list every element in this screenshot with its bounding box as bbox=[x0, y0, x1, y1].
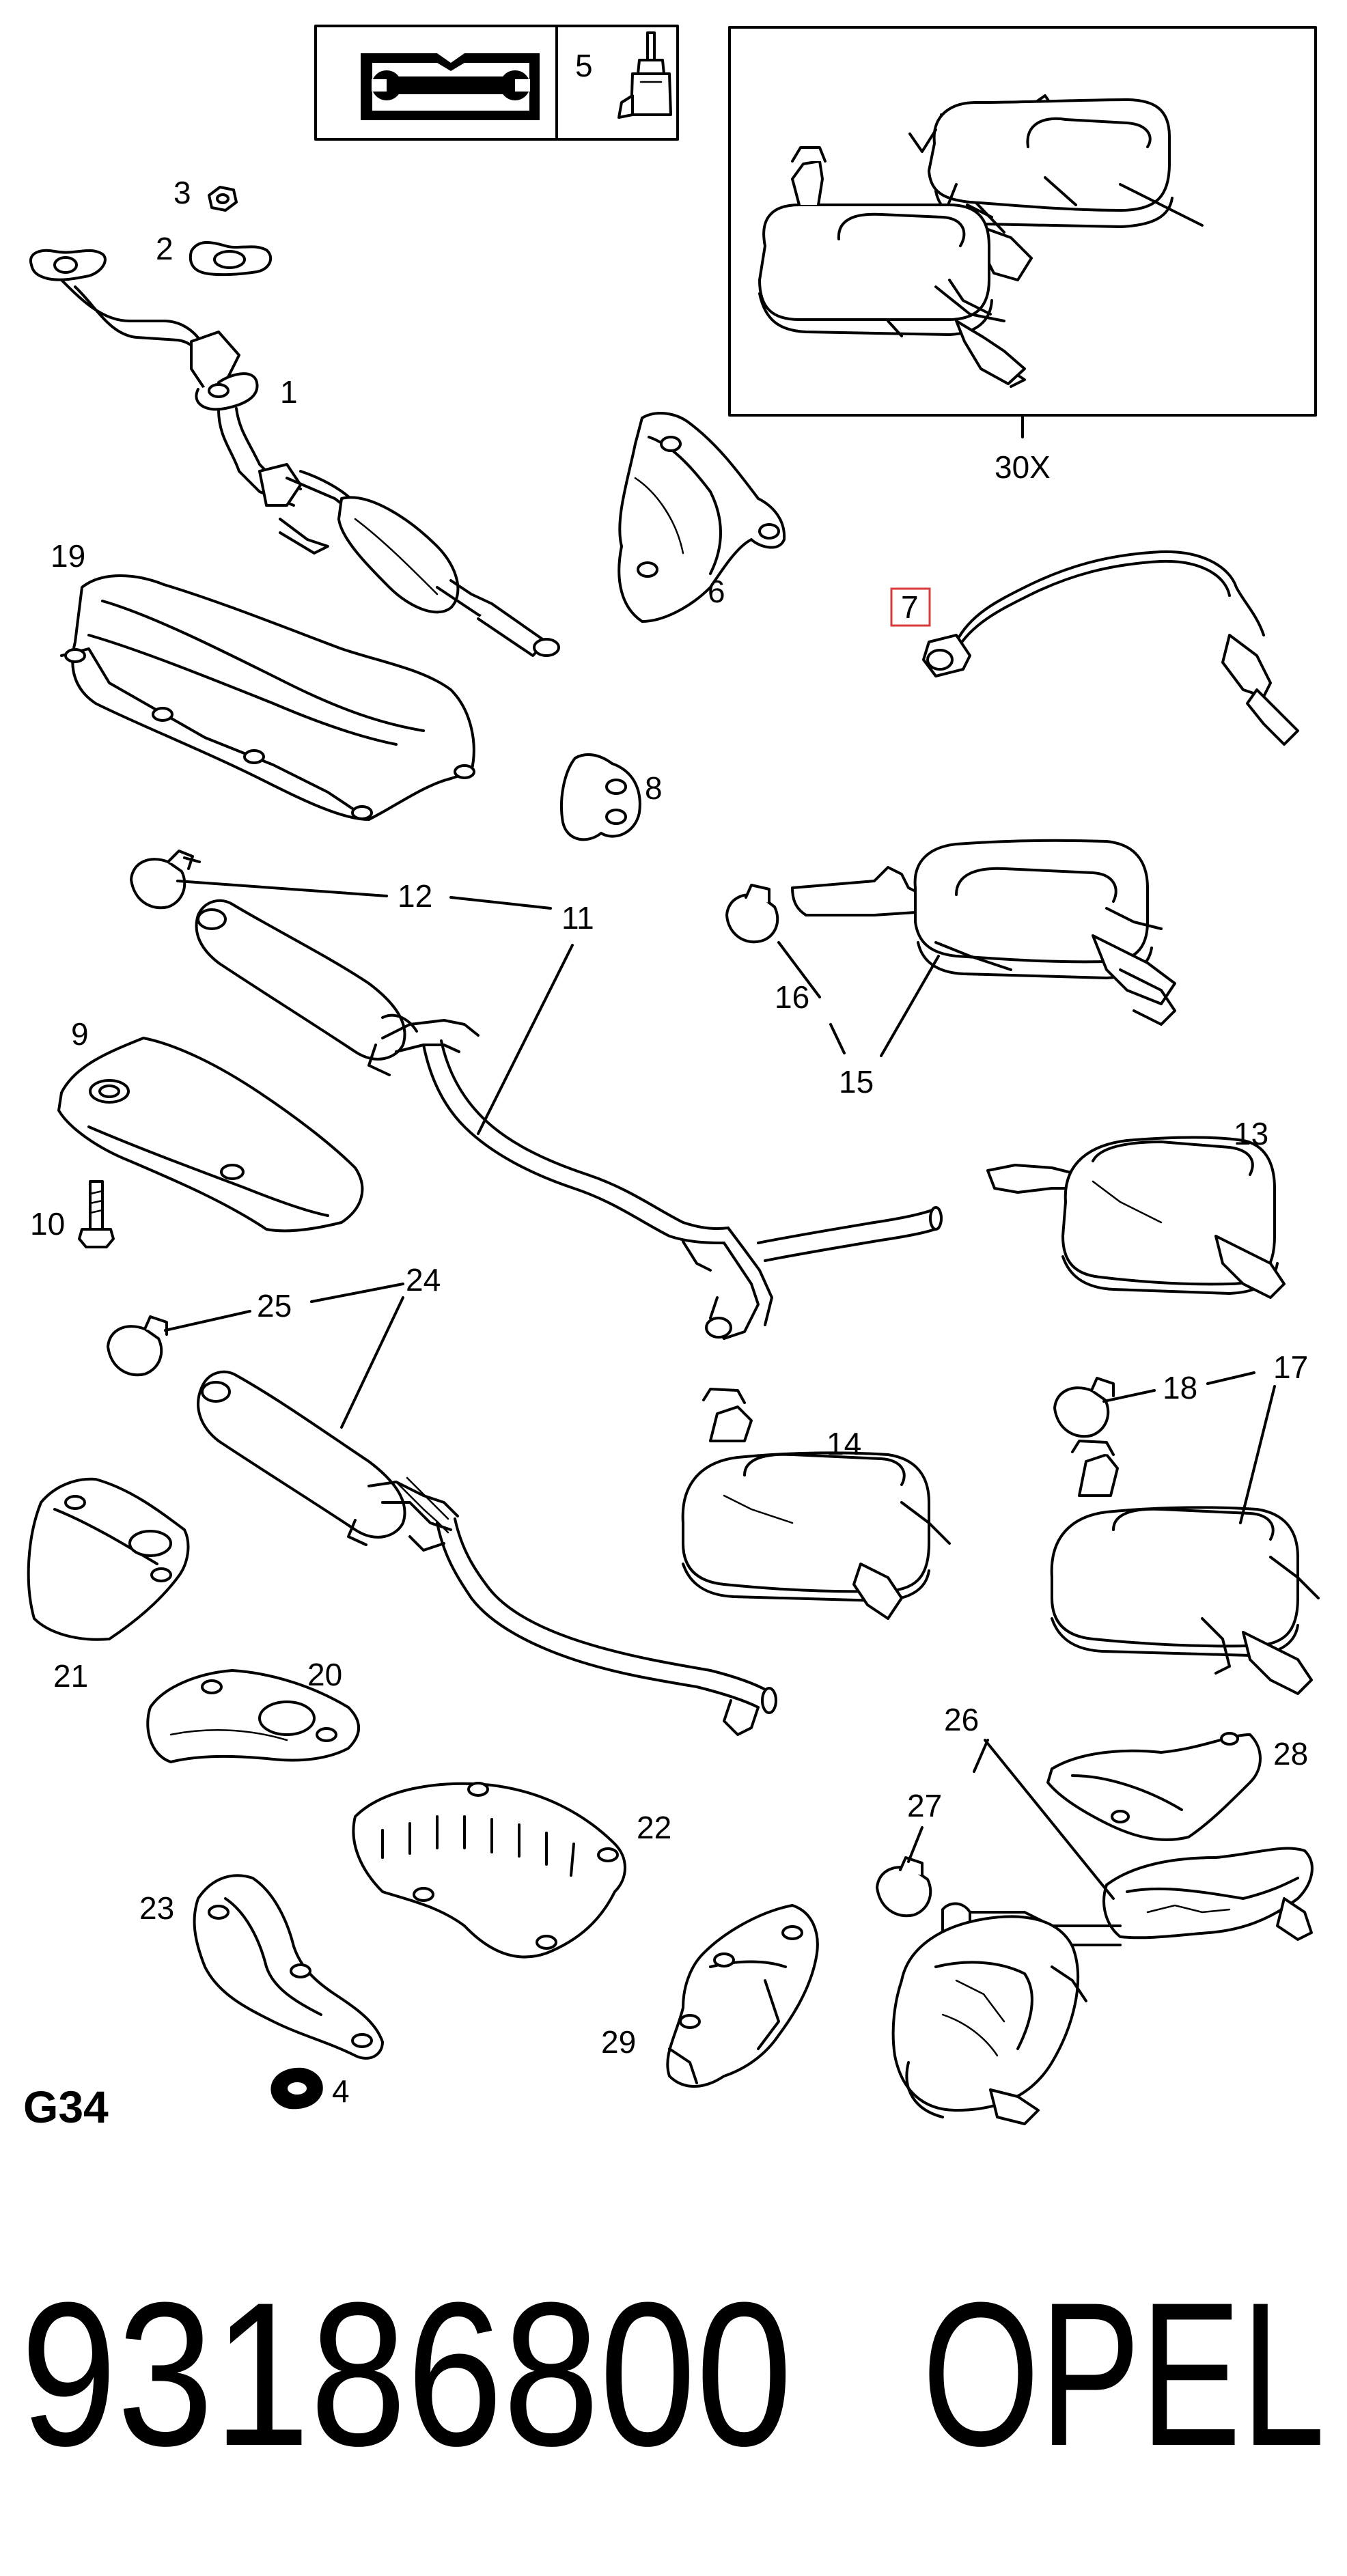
callout-29: 29 bbox=[601, 2024, 636, 2060]
leader-lines bbox=[164, 880, 1276, 1900]
part-12-clamp bbox=[130, 850, 201, 910]
callout-18: 18 bbox=[1163, 1370, 1197, 1405]
group-30x-box bbox=[728, 26, 1317, 438]
callout-8: 8 bbox=[645, 770, 663, 806]
callout-4: 4 bbox=[332, 2073, 350, 2109]
part-11-middle-pipe-silencer bbox=[195, 899, 943, 1340]
part-24-middle-pipe-silencer bbox=[197, 1370, 777, 1736]
part-26-rear-muffler-shield bbox=[891, 1847, 1314, 2125]
part-22-heat-shield bbox=[352, 1782, 626, 1959]
callout-21: 21 bbox=[53, 1658, 88, 1694]
group-label-30x: 30X bbox=[995, 449, 1051, 485]
part-8-rubber-hanger bbox=[560, 753, 641, 841]
callout-19: 19 bbox=[51, 538, 85, 574]
callout-25: 25 bbox=[257, 1288, 292, 1324]
callout-22: 22 bbox=[637, 1810, 671, 1845]
callout-6: 6 bbox=[708, 574, 725, 609]
part-29-bracket bbox=[666, 1904, 819, 2088]
part-4-flange-nut bbox=[270, 2067, 323, 2110]
callout-2: 2 bbox=[156, 231, 173, 266]
part-25-clamp bbox=[107, 1315, 168, 1377]
callout-12: 12 bbox=[398, 878, 432, 914]
part-16-clamp bbox=[725, 884, 779, 944]
part-23-bracket bbox=[193, 1874, 384, 2060]
part-19-heat-shield bbox=[60, 574, 475, 821]
part-9-heat-shield bbox=[57, 1037, 364, 1233]
section-code: G34 bbox=[23, 2082, 109, 2132]
part-27-clamp bbox=[876, 1856, 932, 1918]
callout-28: 28 bbox=[1273, 1736, 1308, 1772]
callout-27: 27 bbox=[907, 1788, 942, 1823]
callout-5: 5 bbox=[575, 48, 593, 83]
callout-23: 23 bbox=[139, 1890, 174, 1926]
callout-14: 14 bbox=[827, 1426, 861, 1461]
part-17-rear-muffler bbox=[1050, 1440, 1320, 1695]
part-6-heat-shield bbox=[617, 412, 786, 623]
callout-9: 9 bbox=[71, 1016, 89, 1052]
callout-17: 17 bbox=[1273, 1349, 1308, 1385]
part-15-rear-muffler bbox=[791, 839, 1176, 1026]
brand-name: OPEL bbox=[922, 2259, 1325, 2489]
part-2-gasket bbox=[189, 241, 273, 277]
callout-1: 1 bbox=[280, 374, 298, 410]
callout-7-highlight-box bbox=[890, 587, 931, 627]
part-3-nut bbox=[208, 186, 238, 212]
sealant-tube-icon bbox=[617, 31, 672, 119]
callout-labels: 1 2 3 4 5 6 7 8 9 10 11 12 13 14 15 16 1… bbox=[23, 48, 1308, 2132]
part-20-heat-shield bbox=[146, 1669, 360, 1763]
callout-24: 24 bbox=[406, 1262, 441, 1298]
part-14-rear-muffler bbox=[681, 1388, 951, 1620]
part-21-heat-shield bbox=[27, 1477, 190, 1641]
part-1-front-pipe-catalyst bbox=[29, 249, 560, 657]
part-7-oxygen-sensor bbox=[922, 550, 1299, 746]
callout-11: 11 bbox=[561, 900, 594, 936]
part-number: 93186800 bbox=[20, 2259, 792, 2489]
part-18-clamp bbox=[1053, 1377, 1115, 1438]
callout-3: 3 bbox=[173, 175, 191, 210]
callout-13: 13 bbox=[1234, 1116, 1268, 1151]
callout-26: 26 bbox=[944, 1702, 979, 1737]
repair-manual-icon bbox=[361, 53, 540, 120]
header-box bbox=[314, 25, 679, 141]
callout-16: 16 bbox=[775, 979, 809, 1015]
callout-10: 10 bbox=[30, 1206, 65, 1242]
part-13-rear-muffler bbox=[986, 1136, 1286, 1299]
callout-15: 15 bbox=[839, 1064, 874, 1100]
callout-7: 7 bbox=[901, 589, 919, 625]
footer: 93186800 OPEL bbox=[20, 2259, 1325, 2489]
part-28-heat-shield bbox=[1046, 1732, 1262, 1841]
part-10-bolt bbox=[78, 1180, 115, 1248]
callout-20: 20 bbox=[307, 1657, 342, 1692]
